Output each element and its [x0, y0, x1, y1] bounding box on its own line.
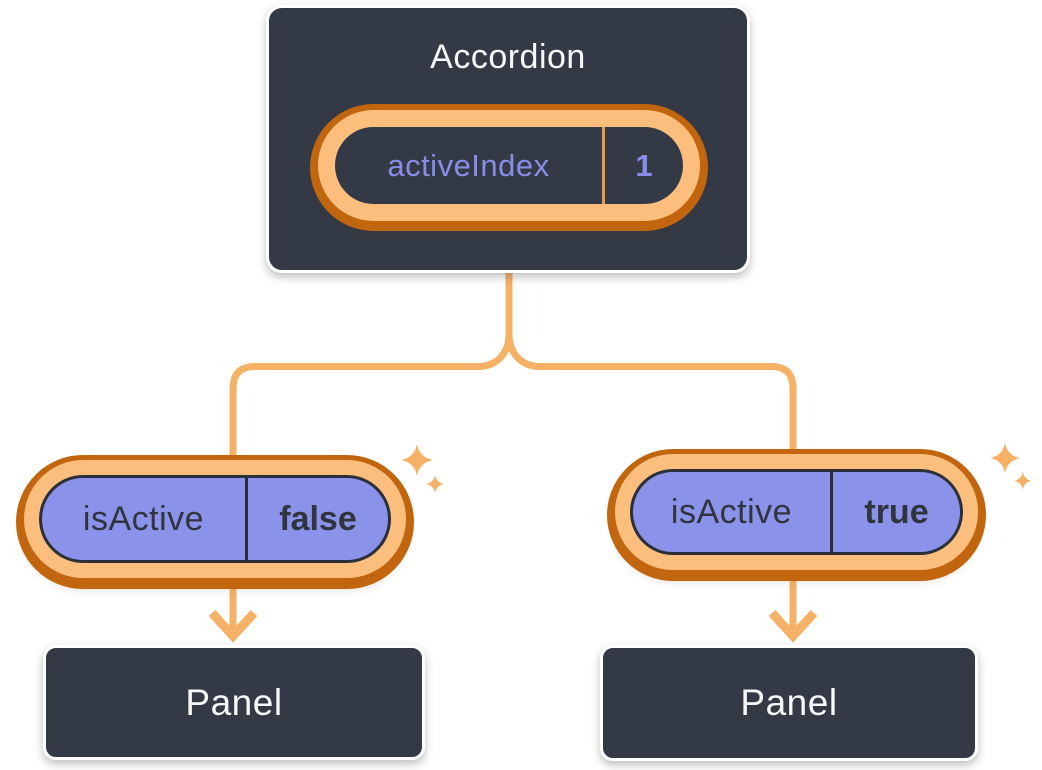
- state-name: activeIndex: [387, 147, 550, 183]
- state-value: 1: [635, 147, 653, 183]
- state-pill-divider: [602, 127, 605, 204]
- prop-value: true: [864, 492, 929, 531]
- panel-title: Panel: [185, 681, 283, 723]
- connector-right: [505, 271, 797, 630]
- prop-pill-isactive-true: isActive true: [630, 469, 963, 555]
- prop-name: isActive: [82, 499, 205, 538]
- sparkle-icon: [401, 444, 433, 476]
- panel-node-left: Panel: [43, 645, 425, 760]
- panel-title: Panel: [740, 682, 838, 723]
- accordion-title: Accordion: [430, 38, 586, 76]
- panel-node-right: Panel: [600, 645, 978, 761]
- prop-value: false: [279, 499, 357, 538]
- arrowhead-down-icon: [208, 609, 258, 643]
- sparkle-icon: [426, 475, 444, 493]
- prop-pill-isactive-false: isActive false: [39, 475, 391, 563]
- prop-name: isActive: [670, 492, 793, 531]
- arrowhead-down-icon: [768, 609, 818, 643]
- sparkle-icon: [990, 443, 1021, 474]
- prop-pill-divider: [830, 472, 833, 552]
- connector-left: [229, 271, 513, 630]
- sparkle-icon: [1014, 472, 1032, 490]
- prop-pill-divider: [245, 478, 248, 560]
- state-pill: activeIndex 1: [335, 127, 683, 204]
